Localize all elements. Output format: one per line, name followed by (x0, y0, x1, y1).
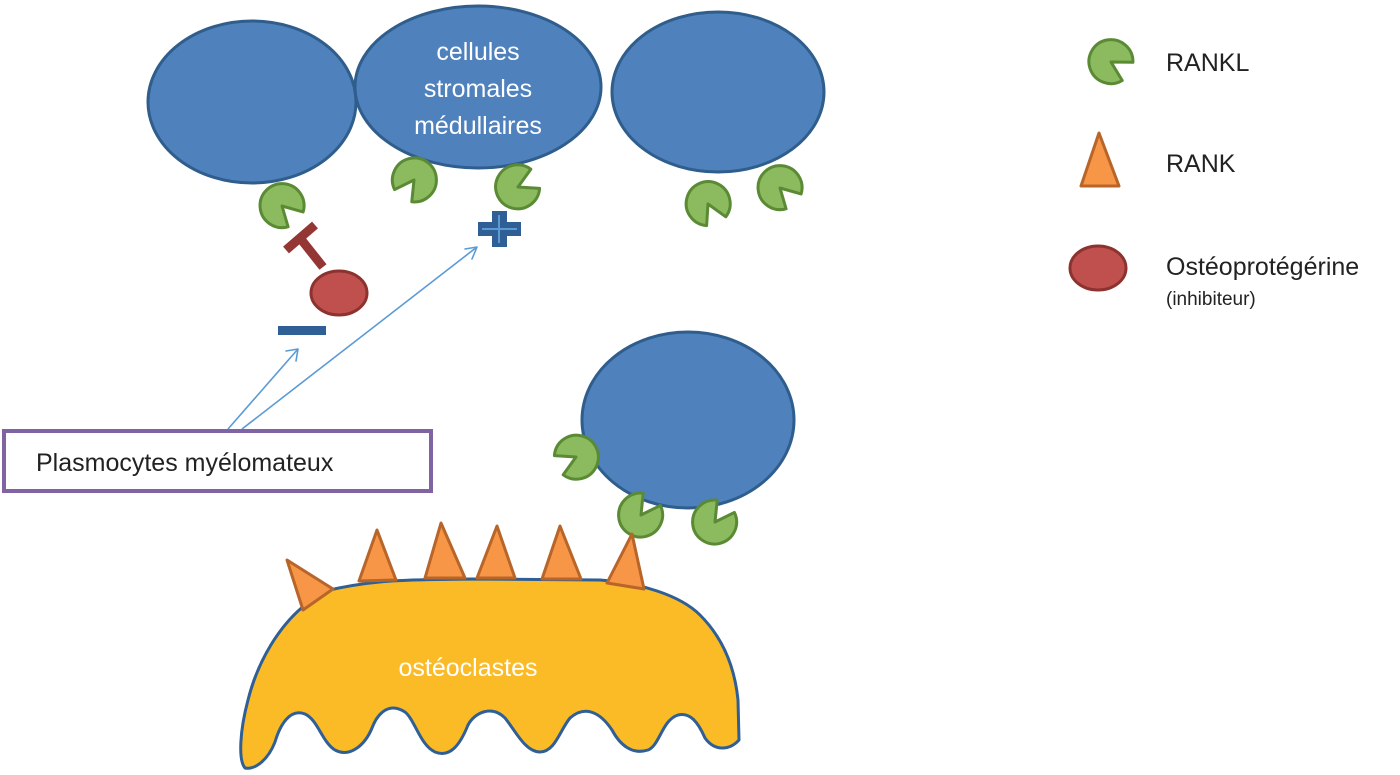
stromal-cell-lower (580, 330, 796, 510)
rank-receptor (357, 528, 398, 583)
legend-label-rankl: RANKL (1166, 49, 1249, 77)
rankl-pacman-icon (1080, 30, 1141, 92)
osteoprotegerin-molecule (309, 269, 369, 317)
legend-sublabel-osteoprotegerin: (inhibiteur) (1166, 289, 1256, 310)
rank-receptor (605, 532, 646, 591)
stromal-cell-middle (353, 4, 603, 170)
rank-receptor (423, 521, 467, 580)
rankl-icon (676, 172, 739, 234)
stromal-cell-left (146, 19, 358, 185)
arrow-to-plus (241, 246, 478, 430)
plus-sign-icon (478, 211, 521, 247)
legend-label-rank: RANK (1166, 150, 1236, 178)
rank-triangle-icon (1079, 131, 1121, 188)
rank-receptor (475, 524, 517, 580)
arrow-to-minus (227, 348, 299, 430)
inhibition-bar-icon (283, 221, 327, 270)
myeloma-plasma-cells-label: Plasmocytes myélomateux (36, 449, 334, 477)
legend-label-osteoprotegerin: Ostéoprotégérine (1166, 253, 1359, 281)
legend-item-rankl: RANKL (1080, 30, 1249, 92)
legend: RANKL RANK Ostéoprotégérine (inhibiteur) (1068, 30, 1359, 310)
rank-receptor (285, 558, 335, 612)
osteoclast-cell (239, 577, 741, 770)
osteoprotegerin-ellipse-icon (1068, 244, 1128, 292)
legend-item-rank: RANK (1079, 131, 1236, 188)
legend-item-osteoprotegerin: Ostéoprotégérine (inhibiteur) (1068, 244, 1359, 310)
myeloma-plasma-cells-box (2, 429, 433, 493)
stromal-cell-label-line2: stromales (424, 75, 532, 103)
minus-sign-icon (278, 326, 326, 335)
osteoclast-label: ostéoclastes (399, 654, 538, 682)
stromal-cell-label-line1: cellules (436, 38, 519, 66)
rank-receptor (540, 524, 583, 581)
stromal-cell-label-line3: médullaires (414, 112, 542, 140)
stromal-cell-right (610, 10, 826, 174)
